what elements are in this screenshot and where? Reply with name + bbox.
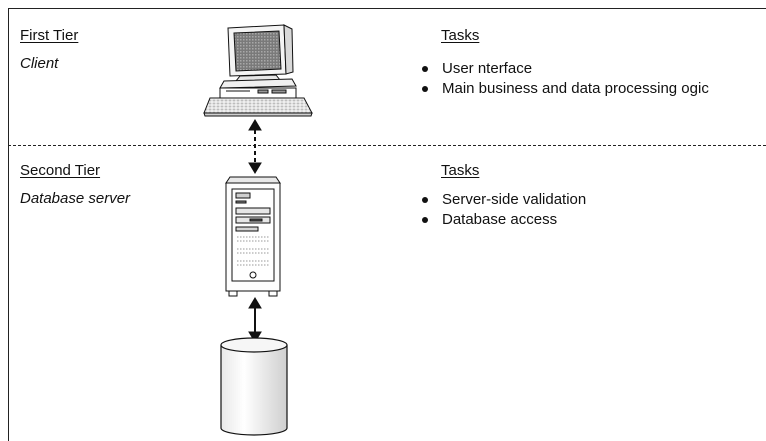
client-server-arrow: [248, 119, 262, 174]
tier-divider: [8, 145, 766, 146]
desktop-computer-icon: [203, 24, 313, 117]
first-tier-tasks-list: User nterface Main business and data pro…: [420, 59, 709, 99]
second-tier-tasks-list: Server-side validation Database access: [420, 190, 586, 230]
database-cylinder-icon: [220, 337, 288, 436]
second-tier-task-item: Server-side validation: [420, 190, 586, 210]
second-tier-subtitle: Database server: [20, 190, 131, 207]
second-tier-title: Second Tier: [20, 162, 101, 179]
first-tier-tasks-title: Tasks: [441, 27, 480, 44]
diagram-frame: [8, 8, 766, 441]
first-tier-subtitle: Client: [20, 55, 59, 72]
second-tier-tasks-title: Tasks: [441, 162, 480, 179]
second-tier-task-item: Database access: [420, 210, 586, 230]
server-tower-icon: [225, 176, 281, 297]
server-database-arrow: [248, 297, 262, 343]
first-tier-task-item: Main business and data processing ogic: [420, 79, 709, 99]
first-tier-task-item: User nterface: [420, 59, 709, 79]
first-tier-title: First Tier: [20, 27, 79, 44]
